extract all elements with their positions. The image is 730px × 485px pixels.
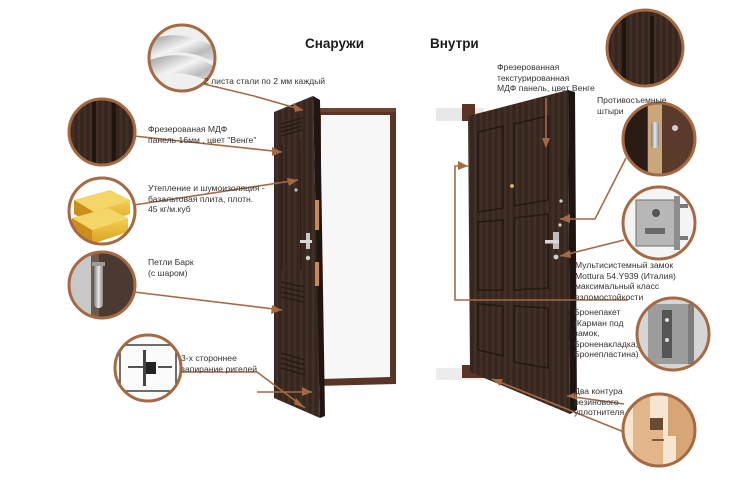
heading-outside: Снаружи [305,36,365,51]
label-steel: 2 листа стали по 2 мм каждый [204,76,326,86]
inner-door [436,90,577,414]
inner-door-panels [477,114,549,369]
armor-plate-icon [635,296,711,372]
label-hinges: Петли Барк(с шаром) [148,257,194,278]
outer-door-handle [300,240,312,243]
insulation-block-icon [67,176,137,246]
mdf-panel-icon-outer [67,97,137,167]
outer-door-bolt-strip [315,200,319,230]
outer-door-grooves-top [280,117,303,137]
outer-keyhole [305,255,311,261]
anti-removal-pin-icon [621,101,697,177]
heading-inside: Внутри [430,36,479,51]
outer-door-opening [321,115,390,379]
steel-sheet-icon [147,23,217,93]
inner-door-leaf [468,90,570,414]
label-insulation: Утепление и шумоизоляция -базальтовая пл… [148,183,265,214]
mortise-lock-icon [621,185,697,261]
outer-door-grooves-bottom [280,281,306,376]
outer-door [274,96,396,418]
rubber-seal-icon [621,392,697,468]
inner-door-handle [545,240,559,244]
inner-keyhole [553,254,559,260]
mdf-panel-icon-inner [605,8,685,88]
outer-door-leaf [274,96,320,418]
bolt-lock-icon [113,333,183,403]
leader-arrowheads [271,103,577,408]
peephole [510,184,514,188]
hinge-icon [67,250,137,320]
